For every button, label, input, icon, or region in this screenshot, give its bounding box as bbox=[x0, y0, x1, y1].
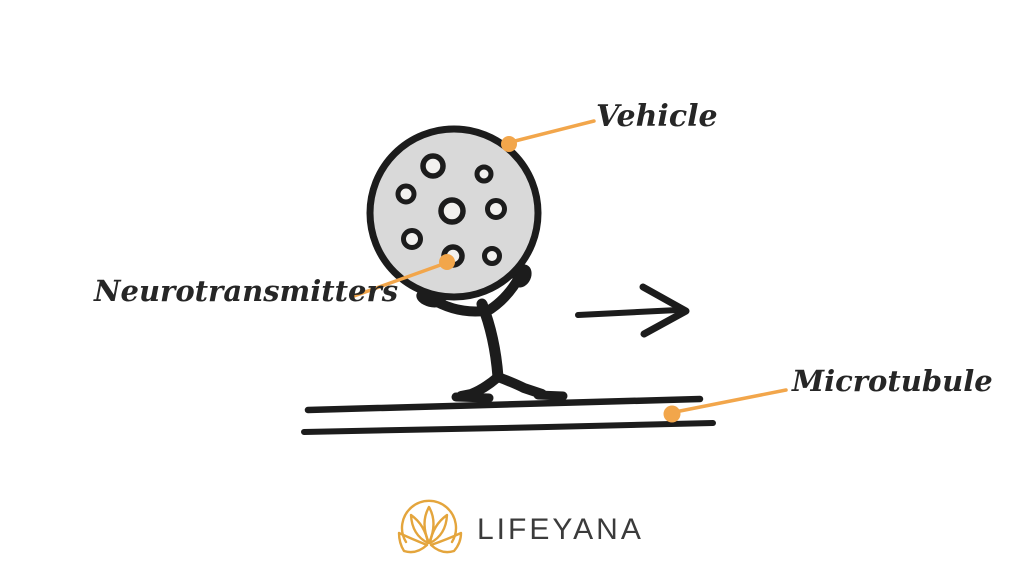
right-arrow-icon bbox=[575, 283, 690, 338]
vesicle-circle bbox=[366, 125, 542, 301]
callout-vehicle bbox=[501, 119, 596, 152]
label-neurotransmitters: Neurotransmitters bbox=[94, 274, 399, 308]
brand-logo: LIFEYANA bbox=[396, 493, 644, 565]
lotus-icon bbox=[397, 499, 463, 554]
microtubule-lines bbox=[301, 395, 716, 435]
callout-neurotransmitters bbox=[352, 254, 455, 298]
label-microtubule: Microtubule bbox=[792, 364, 993, 398]
neurotransmitter-dots bbox=[395, 153, 507, 268]
brand-name: LIFEYANA bbox=[477, 513, 644, 546]
label-vehicle: Vehicle bbox=[596, 99, 718, 134]
callout-microtubule bbox=[663, 388, 788, 423]
